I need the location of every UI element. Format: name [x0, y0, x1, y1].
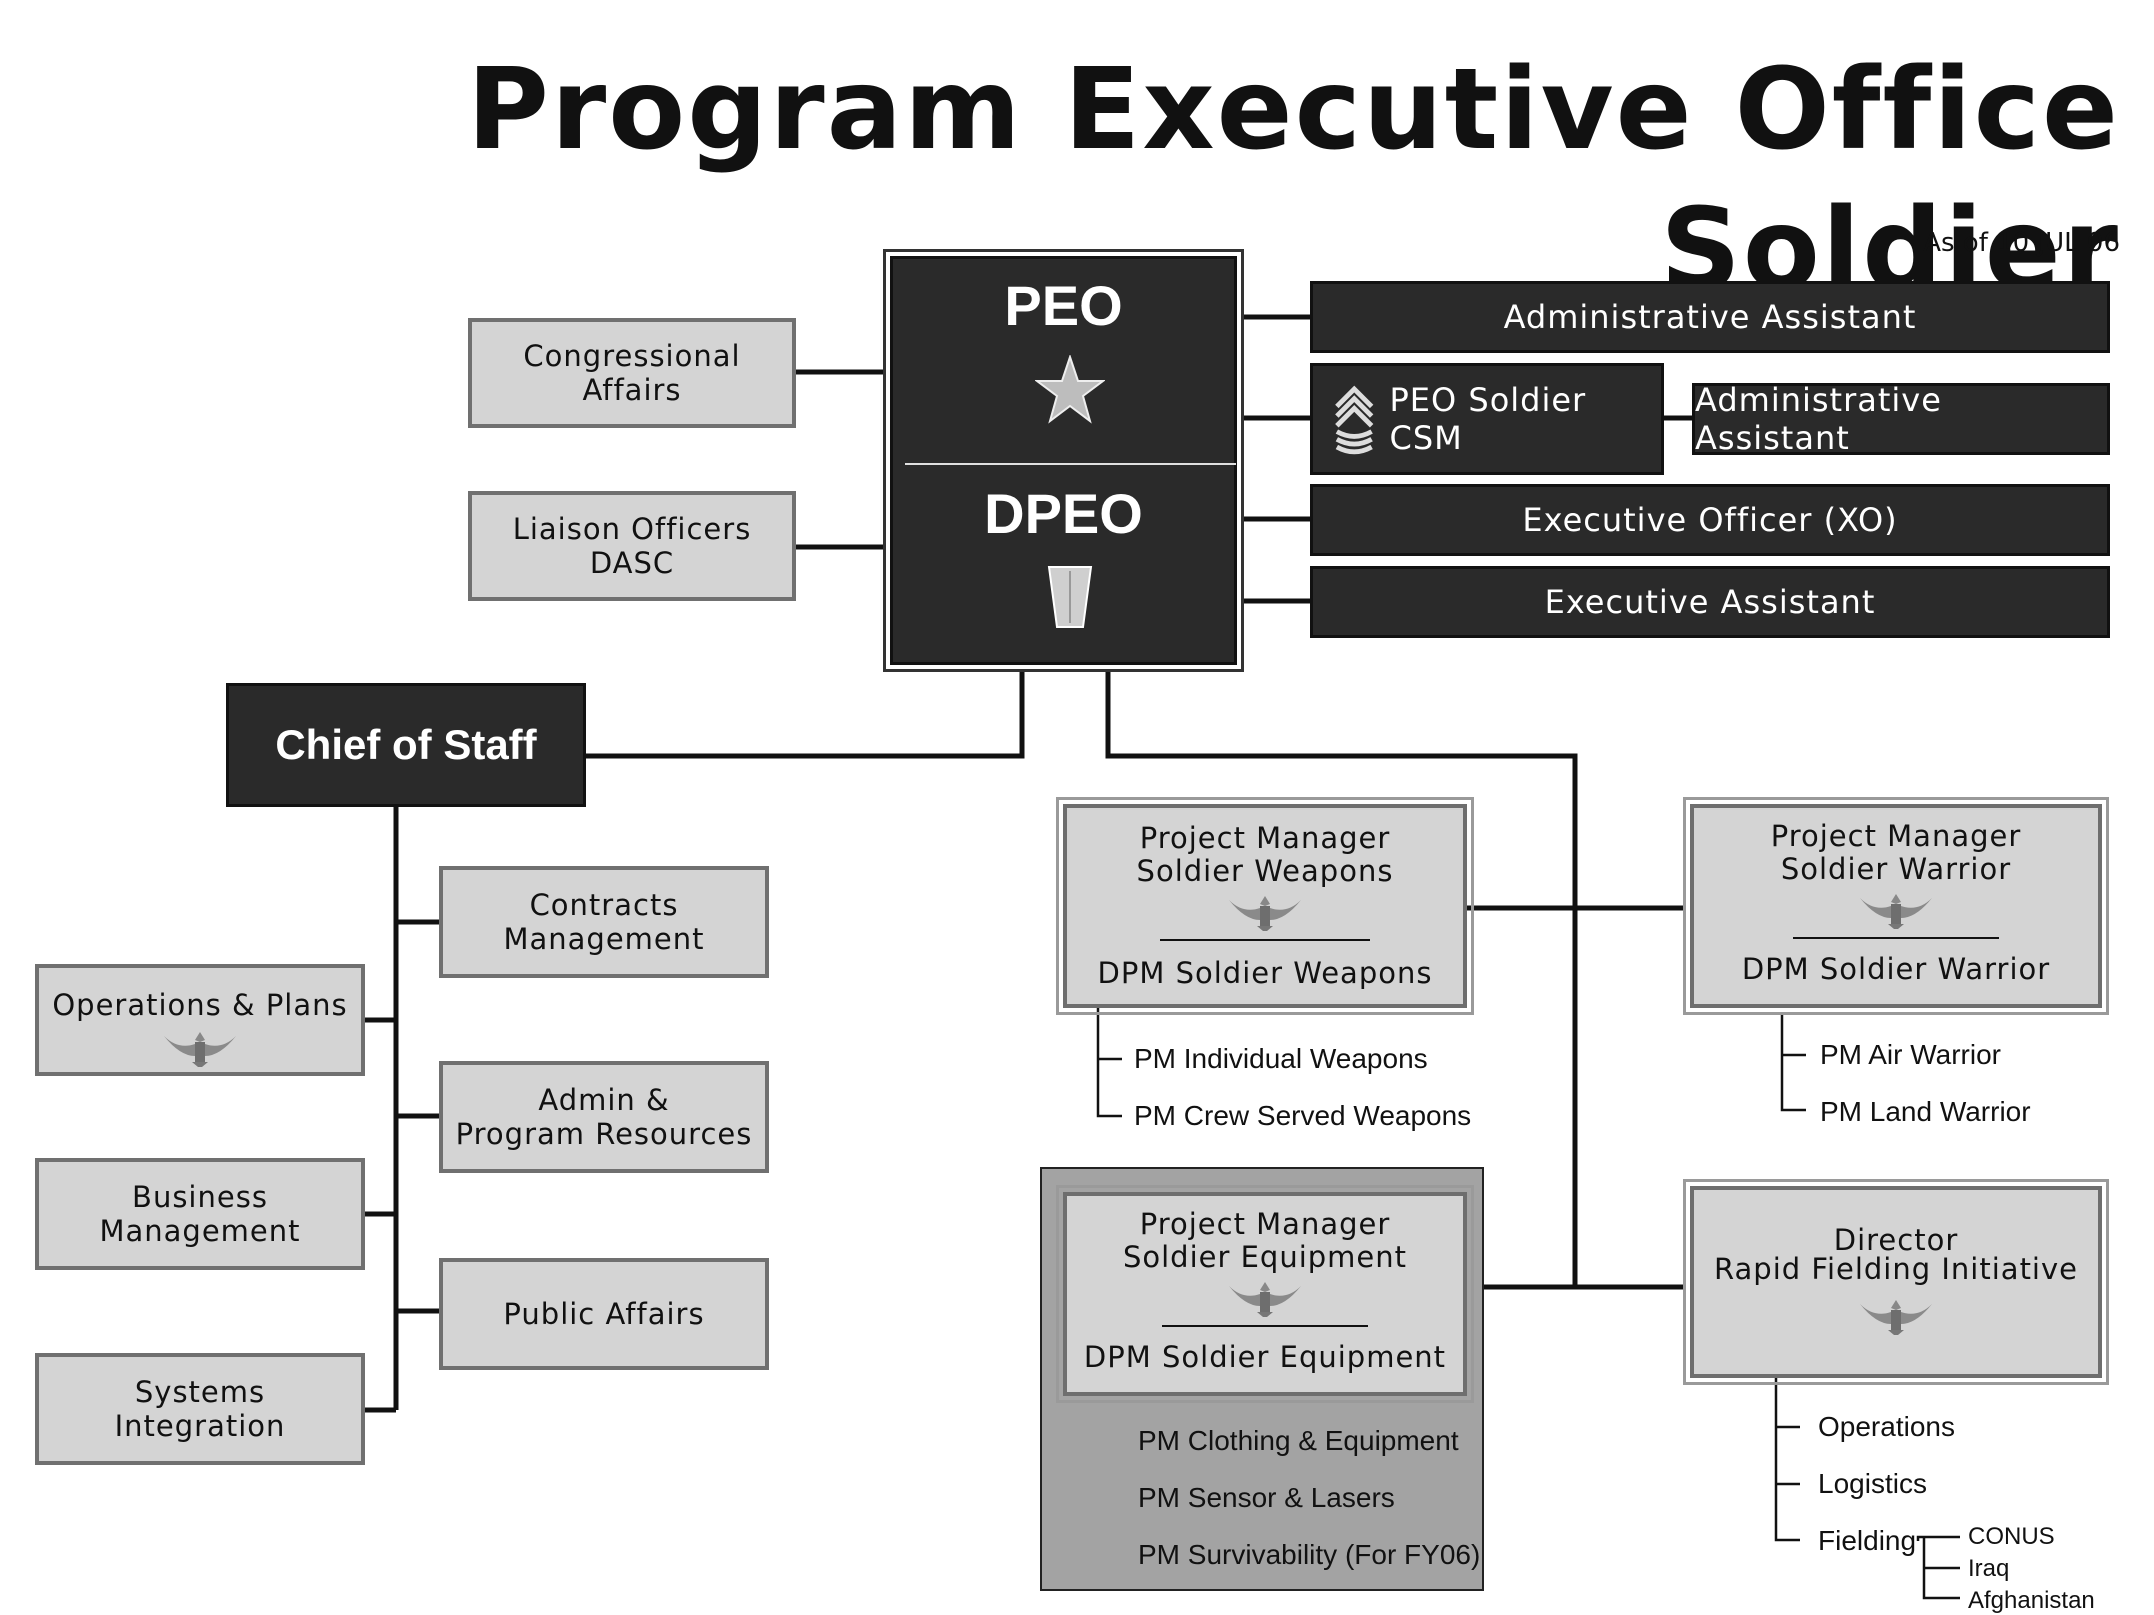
peo-box: PEO DPEO: [883, 249, 1244, 672]
rfi-title-1: Director: [1833, 1223, 1959, 1257]
pm-sensor-lasers: PM Sensor & Lasers: [1138, 1482, 1395, 1513]
pm-warrior-title-2: Soldier Warrior: [1780, 852, 2012, 886]
systems-integration-line-1: Systems: [134, 1375, 266, 1409]
pm-clothing-equipment: PM Clothing & Equipment: [1138, 1425, 1459, 1456]
pm-weapons-divider: [1160, 939, 1370, 941]
business-management-line-2: Management: [99, 1214, 301, 1248]
chief-of-staff-box: Chief of Staff: [226, 683, 586, 807]
pm-warrior-title-1: Project Manager: [1770, 819, 2022, 853]
pm-equipment-title-1: Project Manager: [1139, 1207, 1391, 1241]
liaison-officers-box: Liaison Officers DASC: [468, 491, 796, 601]
congressional-affairs-line-1: Congressional: [523, 339, 741, 373]
sergeant-major-insignia-icon: [1335, 385, 1374, 455]
peo-divider: [905, 463, 1236, 465]
rfi-fielding: Fielding: [1818, 1525, 1917, 1556]
liaison-officers-line-2: DASC: [589, 546, 675, 580]
contracts-management-line-2: Management: [503, 922, 705, 956]
brigadier-insignia-icon: [1047, 566, 1093, 628]
dpeo-label: DPEO: [984, 482, 1143, 545]
dpm-weapons-label: DPM Soldier Weapons: [1097, 956, 1433, 990]
pm-individual-weapons: PM Individual Weapons: [1134, 1043, 1428, 1074]
operations-plans-label: Operations & Plans: [52, 988, 348, 1022]
business-management-box: Business Management: [35, 1158, 365, 1270]
public-affairs-box: Public Affairs: [439, 1258, 769, 1370]
fielding-iraq: Iraq: [1968, 1555, 2010, 1582]
peo-label: PEO: [1004, 274, 1123, 337]
operations-plans-box: Operations & Plans: [35, 964, 365, 1076]
pm-weapons-title-2: Soldier Weapons: [1136, 854, 1394, 888]
csm-label: PEO Soldier CSM: [1389, 381, 1587, 457]
contracts-management-box: Contracts Management: [439, 866, 769, 978]
pm-crew-served-weapons: PM Crew Served Weapons: [1134, 1100, 1472, 1131]
as-of-date: As of 10 JUL 06: [1923, 228, 2120, 258]
rfi-logistics: Logistics: [1818, 1468, 1927, 1499]
pm-soldier-equipment-box: Project Manager Soldier Equipment DPM So…: [1056, 1185, 1474, 1403]
eagle-insignia-icon: [1229, 1282, 1301, 1317]
pm-equipment-title-2: Soldier Equipment: [1122, 1240, 1408, 1274]
pm-land-warrior: PM Land Warrior: [1820, 1096, 2031, 1127]
csm-administrative-assistant-box: Administrative Assistant: [1692, 381, 2110, 457]
liaison-officers-line-1: Liaison Officers: [512, 512, 752, 546]
rfi-operations: Operations: [1818, 1411, 1955, 1442]
director-rfi-box: Director Rapid Fielding Initiative: [1683, 1179, 2109, 1385]
pm-air-warrior: PM Air Warrior: [1820, 1039, 2001, 1070]
executive-officer-box: Executive Officer (XO): [1310, 484, 2110, 556]
systems-integration-box: Systems Integration: [35, 1353, 365, 1465]
admin-program-resources-line-2: Program Resources: [455, 1117, 753, 1151]
peo-soldier-csm-box: PEO Soldier CSM: [1310, 363, 1664, 475]
congressional-affairs-box: Congressional Affairs: [468, 318, 796, 428]
star-icon: [1035, 355, 1105, 424]
business-management-line-1: Business: [132, 1180, 268, 1214]
rfi-title-2: Rapid Fielding Initiative: [1714, 1252, 2078, 1286]
contracts-management-line-1: Contracts: [529, 888, 679, 922]
fielding-conus: CONUS: [1968, 1523, 2055, 1550]
administrative-assistant-box: Administrative Assistant: [1310, 281, 2110, 353]
eagle-insignia-icon: [1229, 896, 1301, 931]
pm-soldier-weapons-box: Project Manager Soldier Weapons DPM Sold…: [1056, 797, 1474, 1015]
dpm-warrior-label: DPM Soldier Warrior: [1741, 952, 2051, 986]
congressional-affairs-line-2: Affairs: [582, 373, 682, 407]
eagle-insignia-icon: [1860, 1300, 1932, 1335]
pm-survivability: PM Survivability (For FY06): [1138, 1539, 1481, 1570]
admin-program-resources-line-1: Admin &: [538, 1083, 670, 1117]
systems-integration-line-2: Integration: [114, 1409, 286, 1443]
fielding-afghanistan: Afghanistan: [1968, 1587, 2095, 1614]
pm-weapons-title-1: Project Manager: [1139, 821, 1391, 855]
pm-equipment-divider: [1162, 1325, 1368, 1327]
executive-assistant-box: Executive Assistant: [1310, 566, 2110, 638]
dpm-equipment-label: DPM Soldier Equipment: [1083, 1340, 1447, 1374]
eagle-insignia-icon: [1860, 894, 1932, 929]
eagle-insignia-icon: [164, 1032, 236, 1067]
pm-warrior-divider: [1793, 937, 1999, 939]
admin-program-resources-box: Admin & Program Resources: [439, 1061, 769, 1173]
pm-soldier-warrior-box: Project Manager Soldier Warrior DPM Sold…: [1683, 797, 2109, 1015]
